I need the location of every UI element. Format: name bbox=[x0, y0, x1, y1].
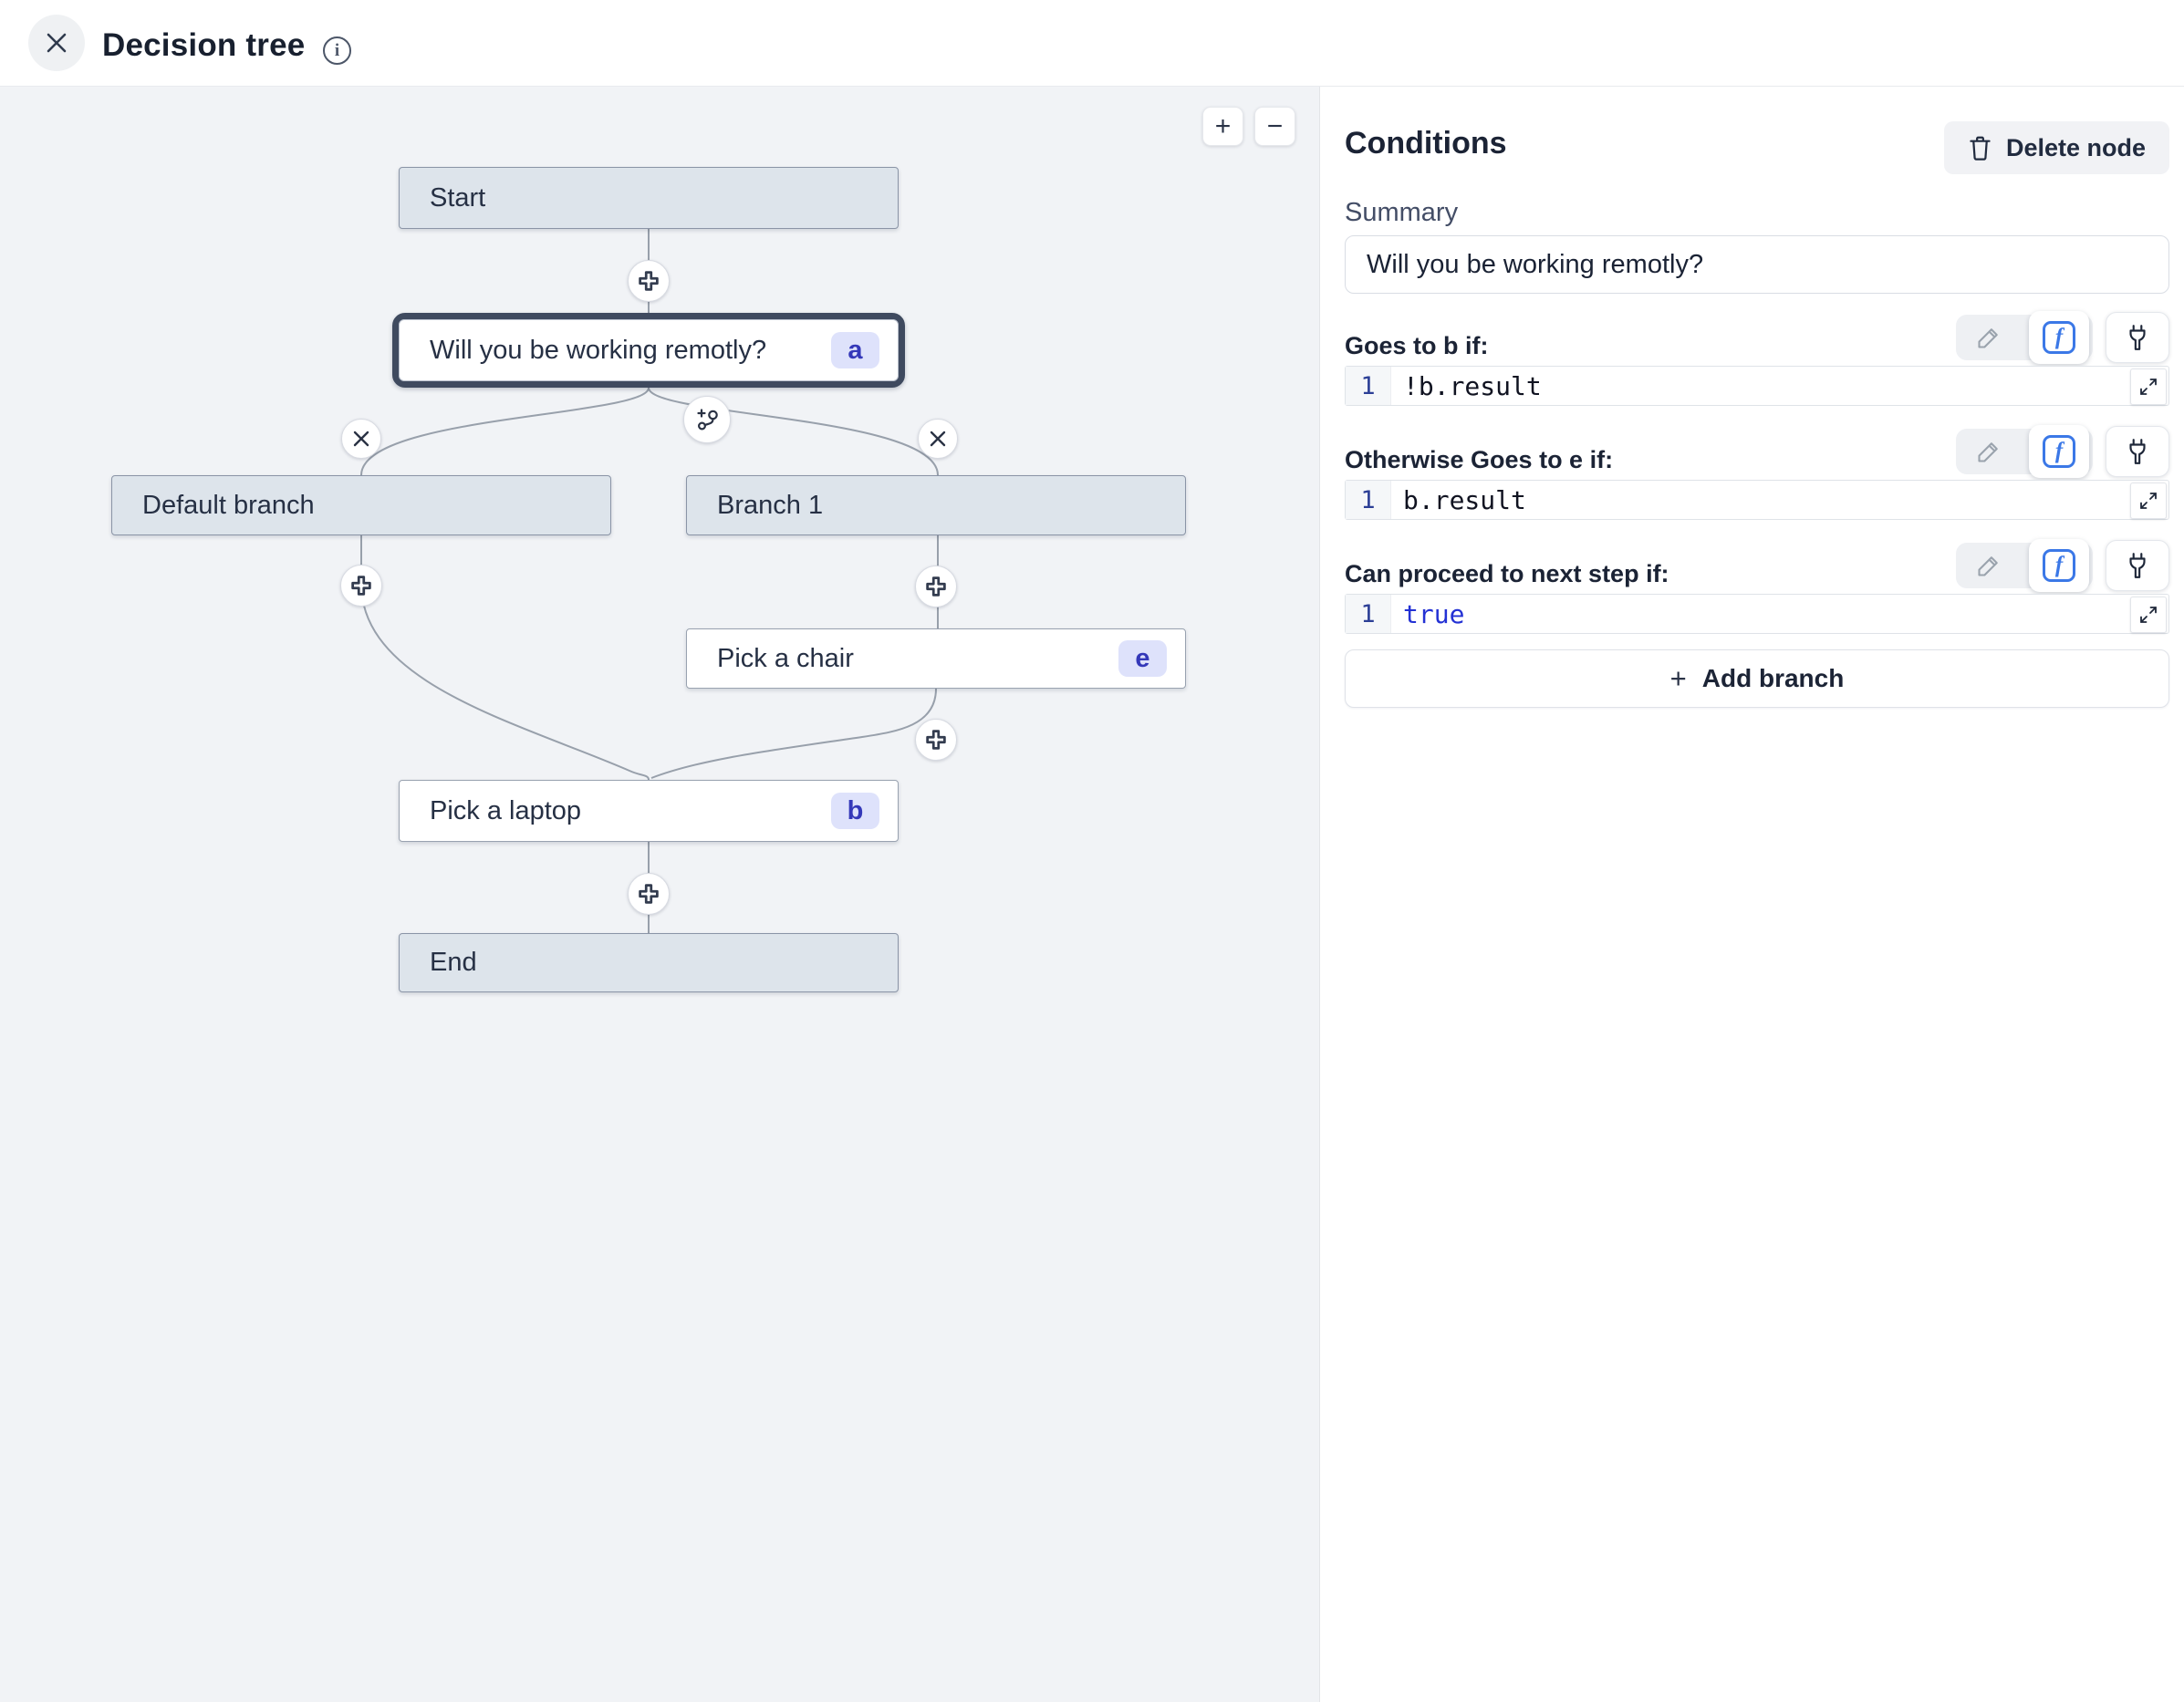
node-key-badge: a bbox=[831, 332, 879, 368]
trash-icon bbox=[1970, 136, 1991, 161]
summary-input[interactable] bbox=[1345, 235, 2169, 294]
expand-icon bbox=[2140, 607, 2157, 623]
pencil-icon bbox=[1978, 442, 1998, 462]
line-number: 1 bbox=[1346, 367, 1391, 405]
node-start[interactable]: Start bbox=[399, 167, 899, 229]
node-label: Pick a laptop bbox=[430, 795, 582, 825]
node-question[interactable]: Will you be working remotly? a bbox=[399, 319, 899, 381]
plug-icon bbox=[2129, 325, 2146, 350]
editor-mode-controls: f bbox=[1956, 539, 2169, 592]
fx-icon: f bbox=[2043, 549, 2075, 582]
pencil-icon bbox=[1978, 328, 1998, 348]
fx-icon: f bbox=[2043, 321, 2075, 354]
insert-step-button[interactable] bbox=[915, 566, 957, 607]
node-label: Pick a chair bbox=[717, 643, 854, 673]
plus-icon bbox=[639, 271, 659, 291]
insert-step-button[interactable] bbox=[628, 873, 670, 915]
connect-data-button[interactable] bbox=[2106, 426, 2169, 477]
text-mode-button[interactable] bbox=[1956, 553, 2022, 578]
code-line[interactable]: true bbox=[1403, 598, 1465, 629]
delete-node-button[interactable]: Delete node bbox=[1943, 121, 2169, 174]
x-icon bbox=[353, 431, 369, 447]
insert-step-button[interactable] bbox=[340, 565, 382, 607]
panel-title: Conditions bbox=[1345, 126, 1507, 161]
text-mode-button[interactable] bbox=[1956, 325, 2022, 350]
plug-icon bbox=[2129, 439, 2146, 464]
code-editor-goes-to-b[interactable]: 1 !b.result bbox=[1345, 366, 2169, 406]
top-bar: Decision tree i bbox=[0, 0, 2184, 87]
insert-step-button[interactable] bbox=[628, 260, 670, 302]
close-button[interactable] bbox=[28, 15, 85, 71]
node-label: Will you be working remotly? bbox=[430, 335, 767, 365]
node-key-badge: b bbox=[831, 793, 879, 829]
plug-icon bbox=[2129, 553, 2146, 578]
fx-icon: f bbox=[2043, 435, 2075, 468]
add-branch-label: Add branch bbox=[1701, 664, 1845, 692]
connect-data-button[interactable] bbox=[2106, 540, 2169, 591]
fx-mode-button[interactable]: f bbox=[2029, 425, 2089, 478]
remove-branch-button[interactable] bbox=[918, 419, 958, 459]
edge-question-branch1 bbox=[648, 387, 939, 476]
condition-label-otherwise-e: Otherwise Goes to e if: bbox=[1345, 446, 1614, 473]
condition-label-can-proceed: Can proceed to next step if: bbox=[1345, 560, 1669, 587]
edge-question-default bbox=[360, 387, 650, 476]
text-mode-button[interactable] bbox=[1956, 439, 2022, 464]
plus-icon bbox=[639, 884, 659, 904]
editor-mode-controls: f bbox=[1956, 425, 2169, 478]
plus-icon: + bbox=[1669, 662, 1687, 694]
node-label: Branch 1 bbox=[717, 490, 824, 520]
node-question-selection-ring: Will you be working remotly? a bbox=[392, 313, 905, 388]
pencil-icon bbox=[1978, 556, 1998, 576]
node-default-branch[interactable]: Default branch bbox=[111, 475, 611, 535]
branch-plus-icon bbox=[697, 409, 718, 431]
close-icon bbox=[47, 33, 67, 53]
plus-icon bbox=[926, 576, 946, 597]
code-line[interactable]: b.result bbox=[1403, 484, 1526, 515]
fx-mode-button[interactable]: f bbox=[2029, 311, 2089, 364]
edge-chair-laptop bbox=[650, 688, 937, 779]
line-number: 1 bbox=[1346, 595, 1391, 633]
connect-data-button[interactable] bbox=[2106, 312, 2169, 363]
mode-toggle: f bbox=[1956, 425, 2093, 478]
x-icon bbox=[930, 431, 946, 447]
condition-label-goes-to-b: Goes to b if: bbox=[1345, 332, 1489, 359]
expand-icon bbox=[2140, 493, 2157, 509]
editor-mode-controls: f bbox=[1956, 311, 2169, 364]
add-branch-split-button[interactable] bbox=[683, 396, 731, 443]
expand-editor-button[interactable] bbox=[2130, 483, 2167, 519]
code-editor-otherwise-e[interactable]: 1 b.result bbox=[1345, 480, 2169, 520]
summary-label: Summary bbox=[1345, 198, 1459, 227]
node-label: Default branch bbox=[142, 490, 315, 520]
info-icon[interactable]: i bbox=[323, 36, 351, 65]
insert-step-button[interactable] bbox=[915, 719, 957, 761]
fx-mode-button[interactable]: f bbox=[2029, 539, 2089, 592]
node-pick-a-laptop[interactable]: Pick a laptop b bbox=[399, 780, 899, 842]
line-number: 1 bbox=[1346, 481, 1391, 519]
remove-branch-button[interactable] bbox=[341, 419, 381, 459]
conditions-panel: Conditions Delete node Summary Goes to b… bbox=[1320, 87, 2184, 1702]
zoom-out-button[interactable]: − bbox=[1254, 107, 1295, 146]
code-line[interactable]: !b.result bbox=[1403, 370, 1542, 401]
add-branch-button[interactable]: + Add branch bbox=[1345, 649, 2169, 708]
delete-node-label: Delete node bbox=[2005, 133, 2146, 161]
node-key-badge: e bbox=[1118, 640, 1167, 677]
edge-default-laptop bbox=[360, 535, 650, 781]
node-end[interactable]: End bbox=[399, 933, 899, 992]
code-editor-can-proceed[interactable]: 1 true bbox=[1345, 594, 2169, 634]
node-label: End bbox=[430, 948, 477, 977]
plus-icon bbox=[351, 576, 371, 596]
zoom-in-button[interactable]: + bbox=[1202, 107, 1243, 146]
expand-editor-button[interactable] bbox=[2130, 368, 2167, 405]
node-branch-1[interactable]: Branch 1 bbox=[686, 475, 1186, 535]
mode-toggle: f bbox=[1956, 539, 2093, 592]
flow-canvas[interactable]: Start Will you be working remotly? a Def… bbox=[0, 87, 1320, 1702]
expand-icon bbox=[2140, 379, 2157, 395]
page-title: Decision tree bbox=[102, 27, 306, 63]
expand-editor-button[interactable] bbox=[2130, 597, 2167, 633]
plus-icon bbox=[926, 730, 946, 750]
mode-toggle: f bbox=[1956, 311, 2093, 364]
node-pick-a-chair[interactable]: Pick a chair e bbox=[686, 628, 1186, 689]
node-label: Start bbox=[430, 182, 486, 213]
